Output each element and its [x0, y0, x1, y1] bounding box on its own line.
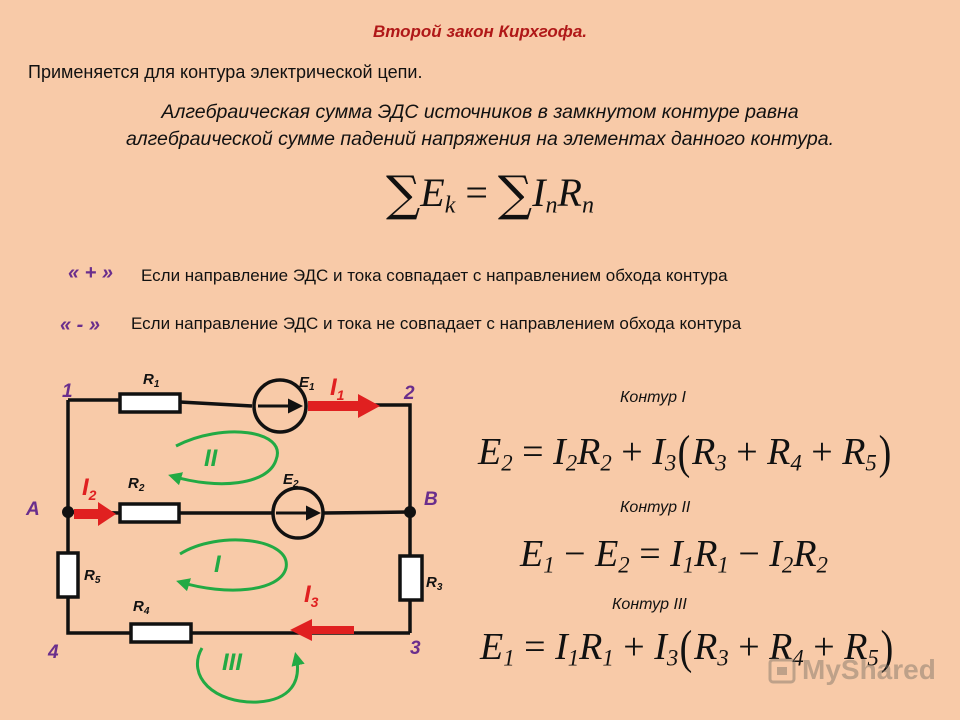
label-i2: I2 [82, 474, 97, 503]
resistor-r1 [118, 392, 182, 414]
current-arrow-i3 [290, 619, 354, 641]
slide-title: Второй закон Кирхгофа. [372, 22, 588, 41]
wire-top-mid [179, 400, 253, 408]
circuit-diagram: 1 2 3 4 A B R1 R2 R3 R4 R5 E1 E2 I1 I2 I… [25, 371, 443, 704]
label-r3: R3 [426, 574, 443, 593]
label-r5: R5 [84, 567, 101, 586]
loop-arrow-ii [168, 430, 279, 486]
label-r2: R2 [128, 475, 145, 494]
label-e2: E2 [283, 471, 299, 490]
wire-right-top [356, 403, 412, 556]
junction-b [404, 506, 416, 518]
rule-plus-text: Если направление ЭДС и тока совпадает с … [141, 266, 728, 285]
node-label-1: 1 [62, 381, 73, 402]
node-label-3: 3 [410, 638, 421, 659]
watermark-logo-icon [768, 658, 796, 684]
equation-contour-iii: E1 = I1R1 + I3(R3 + R4 + R5) [480, 622, 894, 674]
loop-arrow-iii [195, 647, 305, 704]
source-e2 [271, 486, 325, 540]
node-label-4: 4 [47, 642, 59, 663]
law-statement: Алгебраическая сумма ЭДС источников в за… [0, 99, 960, 153]
resistor-r4 [129, 622, 193, 644]
label-i3: I3 [304, 581, 319, 610]
contour-label-i: Контур I [620, 389, 686, 406]
contour-label-iii: Контур III [612, 596, 687, 613]
rule-plus-sign: « + » [68, 262, 114, 284]
slide-subtitle: Применяется для контура электрической це… [28, 62, 423, 82]
source-e1 [252, 378, 308, 434]
resistor-r5 [56, 551, 80, 599]
label-r4: R4 [133, 598, 150, 617]
rule-minus-text: Если направление ЭДС и тока не совпадает… [131, 314, 742, 333]
node-label-2: 2 [403, 383, 415, 404]
sum-symbol: ∑ [386, 166, 421, 222]
watermark: MyShared [802, 654, 936, 685]
sum-symbol-rhs: ∑ [497, 166, 533, 222]
wire-middle-right [322, 510, 411, 515]
wire-left-bottom [66, 597, 131, 635]
resistor-r3 [398, 554, 424, 602]
loop-arrow-i [176, 538, 288, 592]
node-label-b: B [424, 489, 438, 510]
resistor-r2 [118, 502, 181, 524]
node-label-a: A [25, 499, 40, 520]
loop-label-i: I [214, 551, 222, 578]
loop-label-iii: III [222, 649, 243, 676]
label-e1: E1 [299, 374, 315, 393]
junction-a [62, 506, 74, 518]
current-arrow-i2 [74, 502, 116, 526]
main-formula: ∑Ek = ∑InRn [386, 166, 594, 222]
law-statement-line-1: Алгебраическая сумма ЭДС источников в за… [161, 101, 799, 123]
label-r1: R1 [143, 371, 160, 390]
equation-contour-i: E2 = I2R2 + I3(R3 + R4 + R5) [478, 427, 892, 479]
contour-label-ii: Контур II [620, 499, 691, 516]
rule-minus-sign: « - » [60, 314, 101, 336]
equation-contour-ii: E1 − E2 = I1R1 − I2R2 [520, 533, 828, 578]
law-statement-line-2: алгебраической сумме падений напряжения … [125, 128, 835, 150]
loop-label-ii: II [204, 445, 219, 472]
current-arrow-i1 [308, 394, 380, 418]
label-i1: I1 [330, 374, 345, 403]
